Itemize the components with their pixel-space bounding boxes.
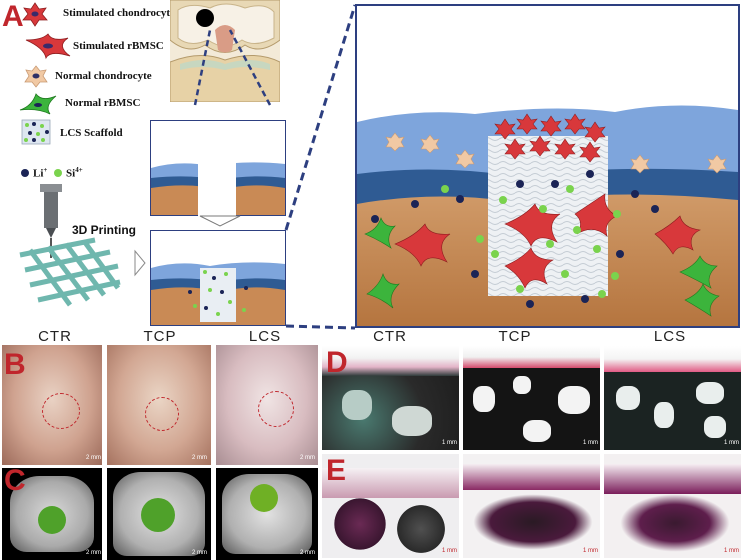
- zoom-connector-lines: [193, 4, 357, 330]
- li-ion-icon: [21, 169, 29, 177]
- panel-label-c: C: [4, 464, 26, 497]
- printing-label: 3D Printing: [72, 223, 137, 237]
- scale-bar-label: 1 mm: [442, 548, 457, 554]
- column-label-ctr-d: CTR: [373, 328, 407, 345]
- scale-bar-label: 2 mm: [300, 550, 315, 556]
- panel-label-d: D: [326, 346, 348, 379]
- legend-label-normal-chondrocyte: Normal chondrocyte: [55, 70, 152, 82]
- right-arrow-icon: [134, 249, 146, 277]
- legend-label-normal-rbmsc: Normal rBMSC: [65, 97, 141, 109]
- normal-chondrocyte-icon: [24, 65, 48, 88]
- legend-label-lcs-scaffold: LCS Scaffold: [60, 127, 123, 139]
- normal-rbmsc-icon: [19, 93, 57, 115]
- histology-d-tcp: [463, 346, 600, 450]
- legend-label-li: Li+: [33, 166, 48, 180]
- panel-label-e: E: [326, 454, 347, 487]
- defect-model-scaffold: [150, 230, 286, 326]
- zoomed-defect-view: [355, 4, 740, 328]
- scale-bar-label: 1 mm: [583, 548, 598, 554]
- scale-bar-label: 2 mm: [300, 455, 315, 461]
- scale-bar-label: 1 mm: [724, 440, 739, 446]
- microct-tcp: [107, 468, 211, 560]
- scale-bar-label: 1 mm: [442, 440, 457, 446]
- panel-label-b: B: [4, 348, 26, 381]
- printed-lattice-icon: [19, 237, 121, 307]
- defect-circle: [258, 391, 294, 427]
- scale-bar-label: 2 mm: [192, 455, 207, 461]
- histology-e-ctr: [322, 454, 459, 558]
- scale-bar-label: 1 mm: [724, 548, 739, 554]
- histology-e-lcs: [604, 454, 741, 558]
- defect-model-empty: [150, 120, 286, 216]
- column-label-tcp-d: TCP: [498, 328, 532, 345]
- legend-label-stimulated-rbmsc: Stimulated rBMSC: [73, 40, 164, 52]
- scale-bar-label: 2 mm: [86, 455, 101, 461]
- defect-circle: [42, 393, 80, 429]
- si-ion-icon: [54, 169, 62, 177]
- gross-photo-lcs: [216, 345, 318, 465]
- lcs-scaffold-icon: [21, 119, 51, 145]
- histology-d-ctr: [322, 346, 459, 450]
- stimulated-rbmsc-icon: [25, 33, 71, 60]
- gross-photo-tcp: [107, 345, 211, 465]
- legend-label-si: Si4+: [66, 166, 83, 180]
- stimulated-chondrocyte-icon: [22, 2, 48, 27]
- histology-d-lcs: [604, 346, 741, 450]
- scale-bar-label: 1 mm: [583, 440, 598, 446]
- printer-nozzle-icon: [40, 184, 62, 258]
- microct-ctr: [2, 468, 102, 560]
- scale-bar-label: 2 mm: [86, 550, 101, 556]
- defect-circle: [145, 397, 179, 431]
- down-arrow-icon: [199, 215, 241, 227]
- gross-photo-ctr: [2, 345, 102, 465]
- column-label-lcs-b: LCS: [248, 328, 282, 345]
- microct-lcs: [216, 468, 318, 560]
- histology-e-tcp: [463, 454, 600, 558]
- column-label-tcp-b: TCP: [143, 328, 177, 345]
- column-label-lcs-d: LCS: [653, 328, 687, 345]
- legend-icons: [19, 2, 121, 307]
- column-label-ctr-b: CTR: [38, 328, 72, 345]
- panel-label-a: A: [2, 0, 24, 33]
- scale-bar-label: 2 mm: [192, 550, 207, 556]
- legend-label-stimulated-chondrocyte: Stimulated chondrocyte: [63, 7, 175, 19]
